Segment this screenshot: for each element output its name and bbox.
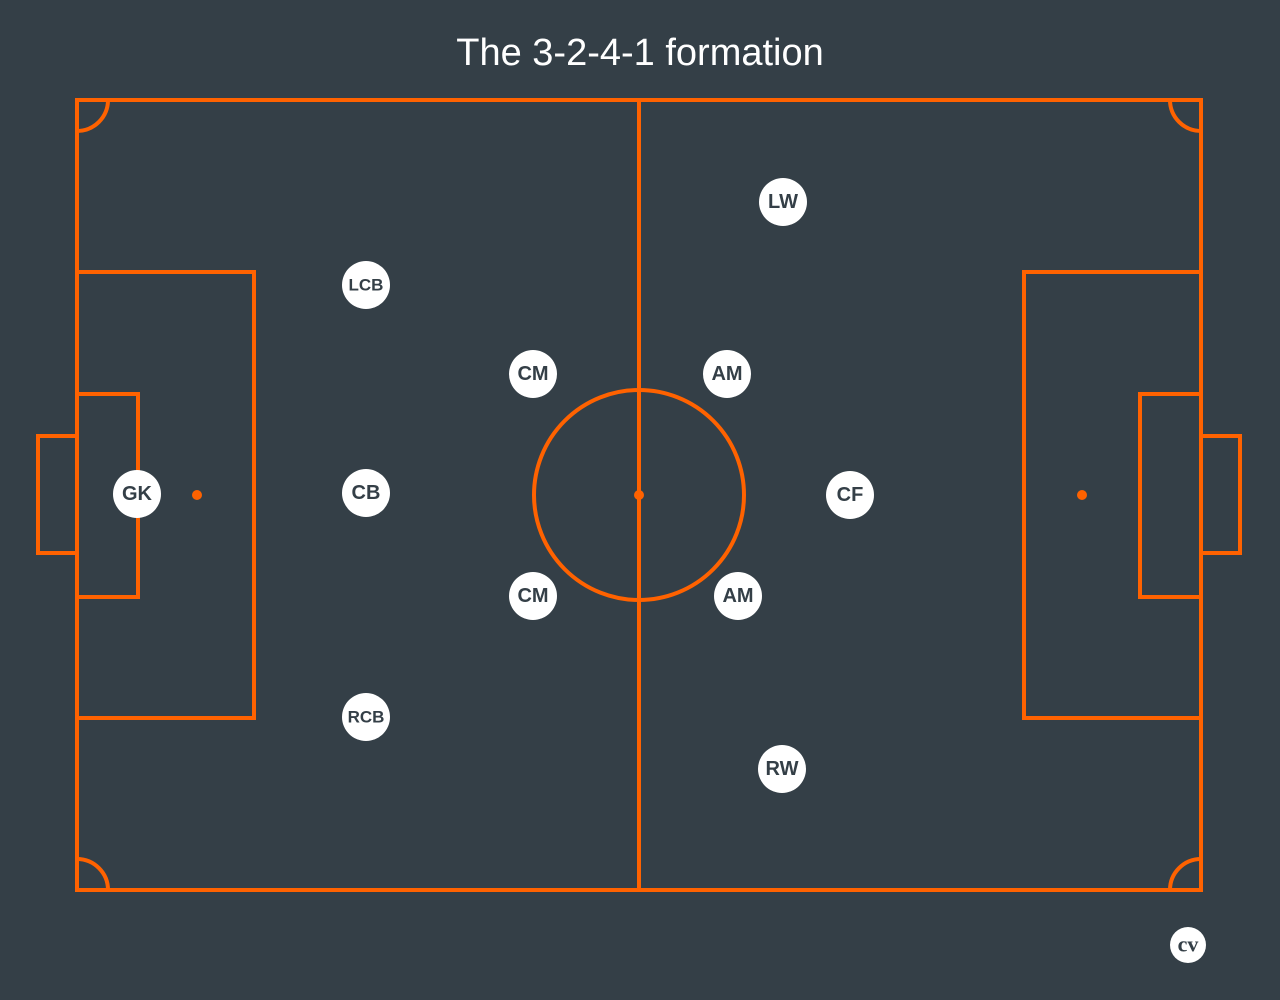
player-label: LW xyxy=(768,191,798,213)
player-marker-cm-top: CM xyxy=(509,350,557,398)
left-penalty-area xyxy=(77,270,256,720)
player-label: LCB xyxy=(349,276,384,295)
player-label: CM xyxy=(517,585,548,607)
player-label: CF xyxy=(837,484,864,506)
player-marker-gk: GK xyxy=(113,470,161,518)
player-label: RCB xyxy=(348,708,385,727)
player-marker-lcb: LCB xyxy=(342,261,390,309)
corner-arc-bottom-right xyxy=(1168,857,1202,891)
left-penalty-spot xyxy=(192,490,202,500)
right-six-yard-box xyxy=(1138,392,1201,599)
cv-logo-icon: cv xyxy=(1170,927,1206,963)
player-label: AM xyxy=(722,585,753,607)
player-marker-lw: LW xyxy=(759,178,807,226)
left-goal xyxy=(36,434,77,555)
player-marker-am-bottom: AM xyxy=(714,572,762,620)
player-label: RW xyxy=(766,758,799,780)
corner-arc-top-left xyxy=(76,99,110,133)
page-title: The 3-2-4-1 formation xyxy=(456,32,824,74)
corner-arc-top-right xyxy=(1168,99,1202,133)
player-marker-cm-bottom: CM xyxy=(509,572,557,620)
player-marker-cb: CB xyxy=(342,469,390,517)
centre-spot xyxy=(634,490,644,500)
player-marker-am-top: AM xyxy=(703,350,751,398)
corner-arc-bottom-left xyxy=(76,857,110,891)
player-marker-rcb: RCB xyxy=(342,693,390,741)
right-goal xyxy=(1201,434,1242,555)
player-marker-cf: CF xyxy=(826,471,874,519)
player-label: CM xyxy=(517,363,548,385)
player-label: GK xyxy=(122,483,153,505)
centre-circle xyxy=(532,388,746,602)
right-penalty-spot xyxy=(1077,490,1087,500)
player-label: AM xyxy=(711,363,742,385)
player-label: CB xyxy=(352,482,381,504)
logo-text: cv xyxy=(1178,932,1199,957)
right-penalty-area xyxy=(1022,270,1201,720)
player-marker-rw: RW xyxy=(758,745,806,793)
